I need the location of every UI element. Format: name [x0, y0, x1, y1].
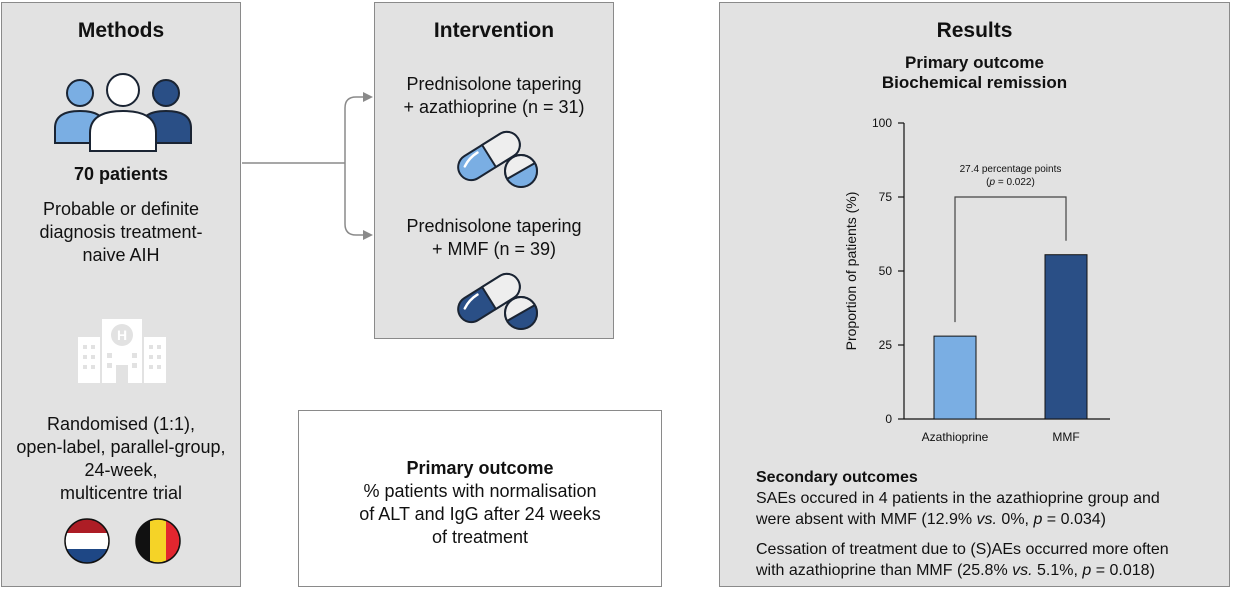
bar-azathioprine: [933, 335, 977, 420]
secondary-outcomes-title: Secondary outcomes: [756, 469, 918, 486]
design-line-3: 24-week,: [84, 460, 158, 480]
methods-title: Methods: [77, 19, 165, 42]
secondary-outcome-1: SAEs occured in 4 patients in the azathi…: [756, 488, 1160, 530]
secondary-outcome-2: Cessation of treatment due to (S)AEs occ…: [756, 539, 1169, 581]
diagnosis-line-2: diagnosis treatment-: [39, 222, 203, 242]
y-tick-label: 25: [879, 338, 893, 352]
secondary-outcome-2-line-1: Cessation of treatment due to (S)AEs occ…: [756, 541, 1169, 558]
people-icon: [54, 73, 192, 152]
primary-outcome-line-3: of treatment: [431, 527, 529, 547]
diagnosis-line-1: Probable or definite: [42, 199, 200, 219]
annotation-pvalue: (p = 0.022): [986, 177, 1035, 188]
arm2-line-1: Prednisolone tapering: [406, 216, 582, 236]
design-line-4: multicentre trial: [59, 483, 183, 503]
y-tick-label: 50: [879, 264, 893, 278]
primary-outcome-box: Primary outcome % patients with normalis…: [298, 410, 662, 587]
bar-mmf: [1044, 254, 1088, 420]
hospital-icon-letter: H: [117, 327, 127, 343]
y-tick-label: 75: [879, 190, 893, 204]
primary-outcome-line-2: of ALT and IgG after 24 weeks: [359, 504, 601, 524]
results-subtitle-1: Primary outcome: [905, 53, 1044, 72]
results-subtitle-2: Biochemical remission: [881, 73, 1068, 92]
intervention-title: Intervention: [433, 19, 555, 42]
results-panel: Results Primary outcome Biochemical remi…: [719, 2, 1230, 587]
primary-outcome-line-1: % patients with normalisation: [363, 481, 597, 501]
y-tick-label: 0: [885, 412, 892, 426]
hospital-icon: H: [78, 319, 166, 383]
methods-panel: Methods 70 patients Probable or definite…: [1, 2, 241, 587]
diagnosis-line-3: naive AIH: [82, 245, 160, 265]
mmf-pill-icon: [457, 272, 538, 330]
x-tick-label: Azathioprine: [922, 430, 989, 444]
y-tick-label: 100: [872, 116, 892, 130]
secondary-outcome-2-line-2: with azathioprine than MMF (25.8% vs. 5.…: [756, 562, 1155, 579]
design-line-1: Randomised (1:1),: [46, 414, 196, 434]
y-axis-label: Proportion of patients (%): [843, 192, 859, 351]
annotation-difference: 27.4 percentage points: [960, 164, 1062, 175]
arm1-line-2: + azathioprine (n = 31): [403, 97, 585, 117]
design-line-2: open-label, parallel-group,: [16, 437, 226, 457]
x-tick-label: MMF: [1052, 430, 1079, 444]
arm1-line-1: Prednisolone tapering: [406, 74, 582, 94]
results-title: Results: [936, 19, 1013, 42]
arm2-line-2: + MMF (n = 39): [431, 239, 557, 259]
secondary-outcome-1-line-1: SAEs occured in 4 patients in the azathi…: [756, 490, 1160, 507]
significance-bracket: [954, 196, 1067, 323]
azathioprine-pill-icon: [457, 130, 538, 188]
belgium-flag-icon: [135, 518, 181, 564]
primary-outcome-title: Primary outcome: [406, 458, 554, 478]
netherlands-flag-icon: [64, 518, 110, 564]
secondary-outcome-1-line-2: were absent with MMF (12.9% vs. 0%, p = …: [756, 511, 1106, 528]
intervention-panel: Intervention Prednisolone tapering + aza…: [374, 2, 614, 339]
patients-count: 70 patients: [73, 164, 169, 184]
